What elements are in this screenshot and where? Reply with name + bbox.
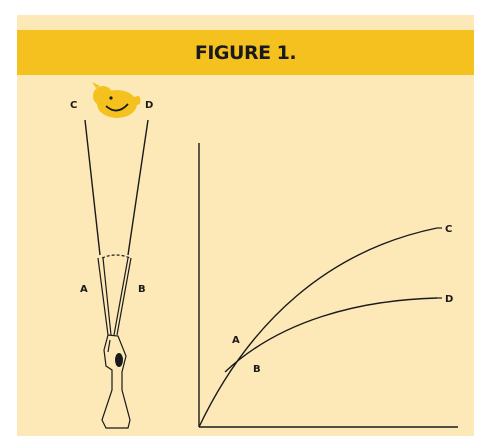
shotgun-icon	[97, 254, 132, 429]
graph-curve-c-label: C	[445, 224, 452, 235]
graph-curve-d-label: D	[445, 294, 453, 305]
bird-icon	[92, 82, 141, 118]
figure-title: FIGURE 1.	[194, 41, 297, 64]
gun-trigger	[115, 353, 123, 367]
graph-curve-d	[224, 297, 438, 373]
graph-point-b-label: B	[253, 364, 261, 375]
barrel-a-label: A	[80, 284, 88, 295]
graph-curve-c	[198, 227, 438, 428]
figure-banner: FIGURE 1.	[17, 30, 474, 75]
figure-panel: FIGURE 1.	[17, 15, 474, 436]
barrel-b-label: B	[138, 284, 146, 295]
sight-line-c-label: C	[70, 100, 77, 111]
graph-point-a-label: A	[232, 335, 240, 346]
sight-line-d	[127, 119, 149, 256]
sight-line-d-label: D	[145, 100, 153, 111]
sight-line-c	[84, 119, 101, 256]
